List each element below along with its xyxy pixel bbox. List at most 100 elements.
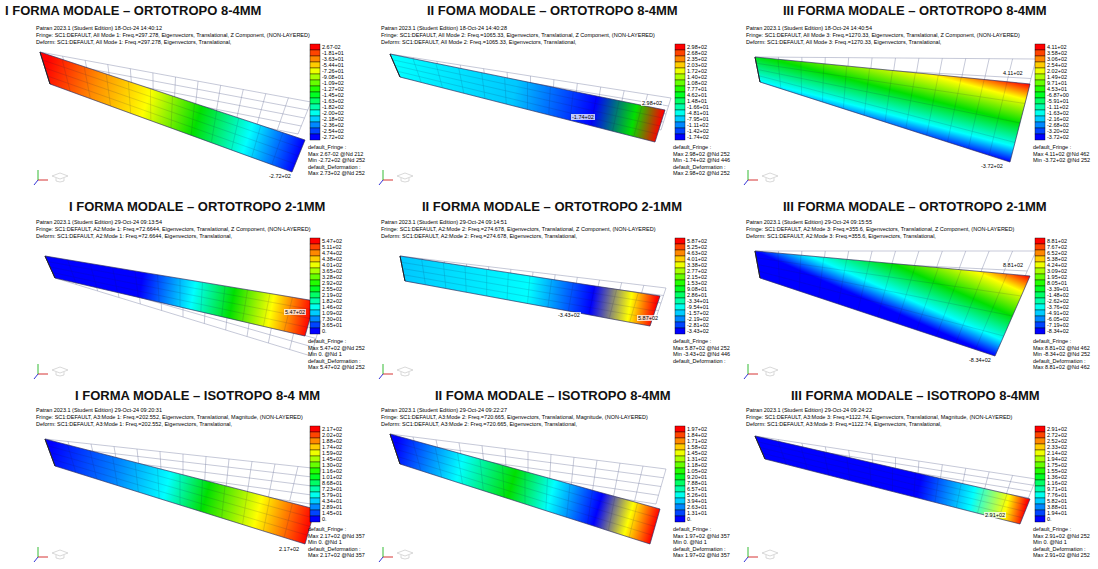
fringe-value: 1.31+01 — [687, 510, 707, 516]
deformed-plate — [45, 256, 315, 336]
fringe-value: 2.98+02 — [687, 44, 707, 50]
fringe-value: -1.81+01 — [322, 50, 344, 56]
deformed-mesh — [390, 434, 660, 544]
deformed-mesh-line — [395, 449, 655, 527]
clamp-line — [390, 54, 400, 77]
fringe-color-band — [675, 274, 685, 280]
panel-title: II FORMA MODALE – ORTOTROPO 2-1MM — [422, 199, 682, 215]
fringe-value: 5.11+02 — [322, 244, 342, 250]
fringe-color-band — [1035, 80, 1045, 86]
fringe-color-band — [310, 68, 320, 74]
fringe-value: -6.87+00 — [1047, 92, 1069, 98]
fringe-color-band — [1035, 292, 1045, 298]
deformed-mesh-line — [760, 278, 995, 356]
fringe-color-band — [310, 98, 320, 104]
fringe-value: 2.02+02 — [1047, 68, 1067, 74]
fringe-value: 3.65+01 — [322, 322, 342, 328]
fringe-value: 1.95+02 — [1047, 274, 1067, 280]
fringe-info: Max 2.17+02 @Nd 357 — [308, 533, 365, 539]
deformed-mesh-line — [393, 60, 663, 118]
fringe-color-band — [675, 456, 685, 462]
fringe-color-band — [1035, 304, 1045, 310]
deformed-mesh-line — [390, 54, 665, 110]
fringe-info: Max 5.47+02 @Nd 252 — [308, 364, 365, 370]
fringe-color-band — [675, 492, 685, 498]
fringe-color-band — [1035, 438, 1045, 444]
fringe-color-band — [675, 268, 685, 274]
fringe-value: 4.63+02 — [687, 250, 707, 256]
fringe-color-band — [1035, 456, 1045, 462]
axis-x — [748, 180, 758, 181]
deformed-mesh-line — [398, 71, 658, 134]
fringe-color-band — [1035, 274, 1045, 280]
fringe-value: 7.76+01 — [1047, 492, 1067, 498]
fringe-value: 0. — [322, 328, 327, 334]
fringe-value: 7.88+01 — [687, 480, 707, 486]
deformed-mesh — [755, 436, 1030, 524]
fringe-info: Min 0. @Nd 1 — [1033, 539, 1067, 545]
fringe-value: -1.66+01 — [687, 104, 709, 110]
fringe-color-band — [1035, 122, 1045, 128]
fringe-color-band — [675, 450, 685, 456]
header-line: Deform: SC1:DEFAULT, A3:Mode 3: Freq.=11… — [746, 421, 942, 427]
fringe-value: 4.24+02 — [1047, 262, 1067, 268]
deformed-mesh-line — [401, 262, 657, 303]
fringe-color-band — [310, 304, 320, 310]
fringe-value: 4.62+01 — [687, 92, 707, 98]
modal-panel: III FORMA MODALE – ISOTROPO 8-4MMPatran … — [740, 388, 1090, 567]
fringe-color-band — [310, 468, 320, 474]
fringe-color-band — [1035, 68, 1045, 74]
deformed-mesh-line — [393, 442, 658, 518]
plot-value-label: 8.81+02 — [1002, 262, 1024, 268]
fringe-color-band — [310, 250, 320, 256]
fringe-value: -2.54+02 — [322, 128, 344, 134]
fringe-value: 3.94+01 — [687, 498, 707, 504]
fringe-color-band — [310, 80, 320, 86]
fringe-color-band — [1035, 280, 1045, 286]
fringe-value: 2.14+02 — [1047, 450, 1067, 456]
fringe-info: default_Fringe : — [308, 144, 346, 150]
result-screen: Patran 2023.1 (Student Edition) 29-Oct-2… — [375, 404, 730, 567]
deformed-plate — [755, 57, 1030, 162]
fringe-info: Max 2.67-02 @Nd 212 — [308, 151, 363, 157]
modal-panel: I FORMA MODALE – ISOTROPO 8-4 MMPatran 2… — [30, 388, 365, 567]
fringe-value: 1.18+02 — [687, 462, 707, 468]
fringe-value: 2.02+02 — [322, 432, 342, 438]
plot-value-label: -3.72+02 — [980, 163, 1004, 169]
deformed-plate — [400, 256, 660, 326]
fringe-color-band — [1035, 480, 1045, 486]
fringe-color-band — [310, 438, 320, 444]
deformed-mesh-line — [45, 439, 55, 466]
axis-x — [383, 557, 393, 558]
fringe-color-band — [675, 426, 685, 432]
fringe-color-band — [1035, 50, 1045, 56]
fringe-color-band — [310, 44, 320, 50]
deformed-mesh-line — [756, 63, 1025, 103]
axis-x — [383, 374, 393, 375]
panel-title: I FORMA MODALE – ISOTROPO 8-4 MM — [75, 388, 320, 404]
fringe-color-band — [310, 56, 320, 62]
fringe-value: 1.45+02 — [322, 456, 342, 462]
fringe-color-band — [675, 56, 685, 62]
fringe-color-band — [675, 292, 685, 298]
deformed-mesh-line — [40, 52, 305, 140]
fringe-color-band — [675, 244, 685, 250]
fringe-color-band — [675, 468, 685, 474]
fringe-value: -2.72+02 — [322, 134, 344, 140]
clamp-line — [45, 256, 55, 278]
fringe-color-band — [1035, 486, 1045, 492]
plot-value-label: 5.47+02 — [284, 309, 306, 315]
fringe-value: -2.62+02 — [1047, 298, 1069, 304]
fringe-value: 1.40+02 — [687, 74, 707, 80]
fringe-info: Max 2.17+02 @Nd 357 — [308, 552, 365, 558]
axis-y — [383, 170, 384, 180]
deformed-mesh-line — [390, 434, 660, 509]
fringe-info: Min 0. @Nd 1 — [673, 539, 707, 545]
fringe-color-band — [1035, 492, 1045, 498]
plot-value-label: 4.11+02 — [1002, 70, 1024, 76]
fringe-value: 3.65+02 — [322, 268, 342, 274]
fringe-value: 1.58+02 — [687, 444, 707, 450]
plot-value-label: -2.72+02 — [268, 173, 292, 179]
fringe-value: 2.15+02 — [687, 274, 707, 280]
fringe-info: default_Fringe : — [673, 526, 711, 532]
